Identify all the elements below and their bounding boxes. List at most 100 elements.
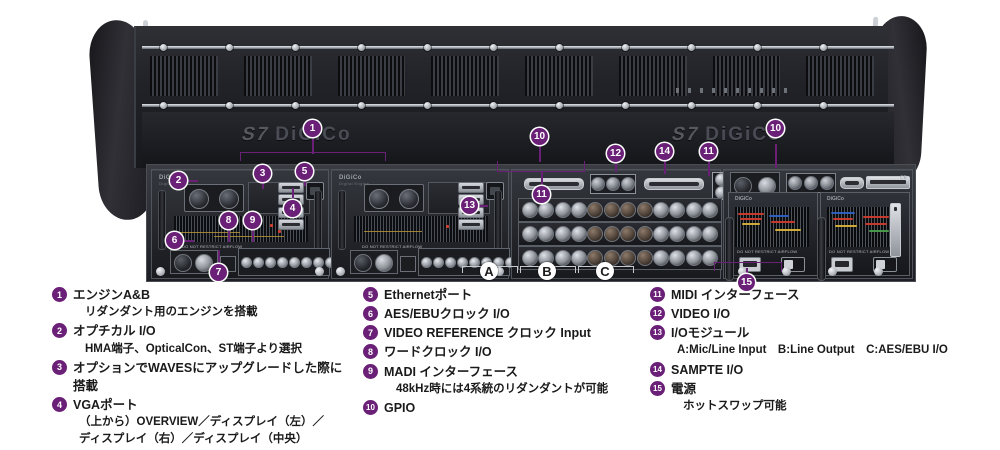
io-xlr-socket[interactable] bbox=[685, 250, 702, 266]
io-xlr-socket[interactable] bbox=[669, 226, 686, 242]
callout-marker-4[interactable]: 4 bbox=[284, 200, 301, 217]
io-xlr-socket[interactable] bbox=[669, 250, 686, 266]
optical-connector[interactable] bbox=[399, 189, 419, 209]
vga-port-display-center[interactable] bbox=[458, 218, 484, 230]
io-xlr-socket[interactable] bbox=[620, 226, 637, 242]
madi-bnc[interactable] bbox=[433, 256, 444, 268]
io-xlr-socket[interactable] bbox=[652, 226, 669, 242]
madi-bnc[interactable] bbox=[289, 256, 300, 268]
callout-marker-7[interactable]: 7 bbox=[210, 264, 227, 281]
madi-interface-bank[interactable] bbox=[418, 248, 516, 276]
madi-bnc[interactable] bbox=[241, 256, 252, 268]
video-reference-input[interactable] bbox=[400, 256, 416, 272]
madi-interface-bank[interactable] bbox=[238, 248, 336, 276]
optical-io-block[interactable] bbox=[184, 184, 244, 212]
callout-marker-15[interactable]: 15 bbox=[738, 274, 755, 291]
gpio-connector[interactable] bbox=[524, 178, 584, 190]
io-xlr-socket[interactable] bbox=[603, 202, 620, 218]
callout-marker-8[interactable]: 8 bbox=[220, 212, 237, 229]
midi-din-connector[interactable] bbox=[788, 176, 802, 190]
gpio-connector[interactable] bbox=[644, 178, 704, 190]
callout-marker-10[interactable]: 10 bbox=[531, 128, 548, 145]
callout-marker-2[interactable]: 2 bbox=[170, 172, 187, 189]
callout-marker-10b[interactable]: 10 bbox=[767, 120, 784, 137]
io-expansion-connector[interactable] bbox=[866, 176, 910, 189]
io-xlr-socket[interactable] bbox=[701, 250, 718, 266]
io-xlr-socket[interactable] bbox=[652, 202, 669, 218]
callout-marker-12[interactable]: 12 bbox=[607, 145, 624, 162]
vga-port-overview[interactable] bbox=[458, 182, 484, 193]
io-xlr-socket[interactable] bbox=[538, 226, 555, 242]
io-xlr-socket[interactable] bbox=[669, 202, 686, 218]
io-xlr-socket[interactable] bbox=[636, 250, 653, 266]
module-handle[interactable] bbox=[338, 190, 346, 250]
optical-connector[interactable] bbox=[369, 189, 389, 209]
io-xlr-socket[interactable] bbox=[603, 226, 620, 242]
io-xlr-socket[interactable] bbox=[701, 226, 718, 242]
io-xlr-socket[interactable] bbox=[620, 250, 637, 266]
io-xlr-socket[interactable] bbox=[587, 202, 604, 218]
psu-handle[interactable] bbox=[817, 217, 826, 281]
aes-clock-connector[interactable] bbox=[354, 254, 372, 272]
callout-marker-11[interactable]: 11 bbox=[700, 143, 717, 160]
io-xlr-socket[interactable] bbox=[522, 226, 538, 242]
io-xlr-socket[interactable] bbox=[587, 250, 604, 266]
io-xlr-socket[interactable] bbox=[554, 226, 571, 242]
module-handle[interactable] bbox=[314, 190, 322, 250]
io-xlr-row-2[interactable] bbox=[518, 222, 722, 246]
io-xlr-socket[interactable] bbox=[652, 250, 669, 266]
callout-marker-14[interactable]: 14 bbox=[656, 143, 673, 160]
io-xlr-socket[interactable] bbox=[701, 202, 718, 218]
callout-marker-13[interactable]: 13 bbox=[461, 197, 478, 214]
callout-marker-11c[interactable]: 11 bbox=[533, 186, 550, 203]
module-handle[interactable] bbox=[158, 190, 166, 250]
io-xlr-row-1[interactable] bbox=[518, 198, 722, 222]
madi-bnc[interactable] bbox=[445, 256, 456, 268]
madi-bnc[interactable] bbox=[277, 256, 288, 268]
midi-interface-block[interactable] bbox=[786, 173, 836, 193]
io-xlr-socket[interactable] bbox=[620, 202, 637, 218]
optical-io-block[interactable] bbox=[364, 184, 424, 212]
io-xlr-socket[interactable] bbox=[587, 226, 604, 242]
gpio-connector[interactable] bbox=[840, 177, 864, 189]
smpte-io-block[interactable] bbox=[730, 172, 780, 195]
callout-marker-6[interactable]: 6 bbox=[166, 232, 183, 249]
midi-din-connector[interactable] bbox=[591, 177, 606, 191]
io-xlr-socket[interactable] bbox=[571, 202, 588, 218]
callout-marker-3[interactable]: 3 bbox=[254, 165, 271, 182]
io-xlr-socket[interactable] bbox=[685, 226, 702, 242]
io-xlr-row-3[interactable] bbox=[518, 246, 722, 270]
aes-clock-connector[interactable] bbox=[174, 254, 192, 272]
optical-connector[interactable] bbox=[189, 189, 209, 209]
midi-din-connector[interactable] bbox=[820, 176, 834, 190]
midi-din-connector[interactable] bbox=[620, 177, 635, 191]
io-xlr-socket[interactable] bbox=[636, 202, 653, 218]
aes-clock-connector[interactable] bbox=[195, 254, 213, 272]
optical-connector[interactable] bbox=[219, 189, 239, 209]
vga-port-display-center[interactable] bbox=[278, 218, 304, 230]
io-xlr-socket[interactable] bbox=[571, 226, 588, 242]
madi-bnc[interactable] bbox=[469, 256, 480, 268]
io-xlr-socket[interactable] bbox=[685, 202, 702, 218]
io-xlr-socket[interactable] bbox=[554, 202, 571, 218]
io-xlr-socket[interactable] bbox=[522, 250, 538, 266]
madi-bnc[interactable] bbox=[421, 256, 432, 268]
io-xlr-socket[interactable] bbox=[636, 226, 653, 242]
psu-handle[interactable] bbox=[725, 217, 734, 281]
midi-din-connector[interactable] bbox=[804, 176, 818, 190]
psu-iec-inlet[interactable] bbox=[831, 257, 853, 272]
callout-marker-9[interactable]: 9 bbox=[244, 212, 261, 229]
callout-marker-1[interactable]: 1 bbox=[304, 120, 321, 137]
madi-bnc[interactable] bbox=[253, 256, 264, 268]
power-supply-unit-1[interactable]: DiGiCo DO NOT RESTRICT AIRFLOW bbox=[725, 192, 818, 281]
io-xlr-socket[interactable] bbox=[554, 250, 571, 266]
aes-ebu-clock-io[interactable] bbox=[170, 250, 218, 274]
midi-din-connector[interactable] bbox=[605, 177, 620, 191]
module-handle[interactable] bbox=[494, 190, 502, 250]
io-xlr-socket[interactable] bbox=[522, 202, 538, 218]
madi-bnc[interactable] bbox=[313, 256, 324, 268]
madi-bnc[interactable] bbox=[265, 256, 276, 268]
midi-interface-block[interactable] bbox=[590, 174, 636, 194]
io-xlr-socket[interactable] bbox=[538, 202, 555, 218]
aes-clock-connector[interactable] bbox=[375, 254, 393, 272]
